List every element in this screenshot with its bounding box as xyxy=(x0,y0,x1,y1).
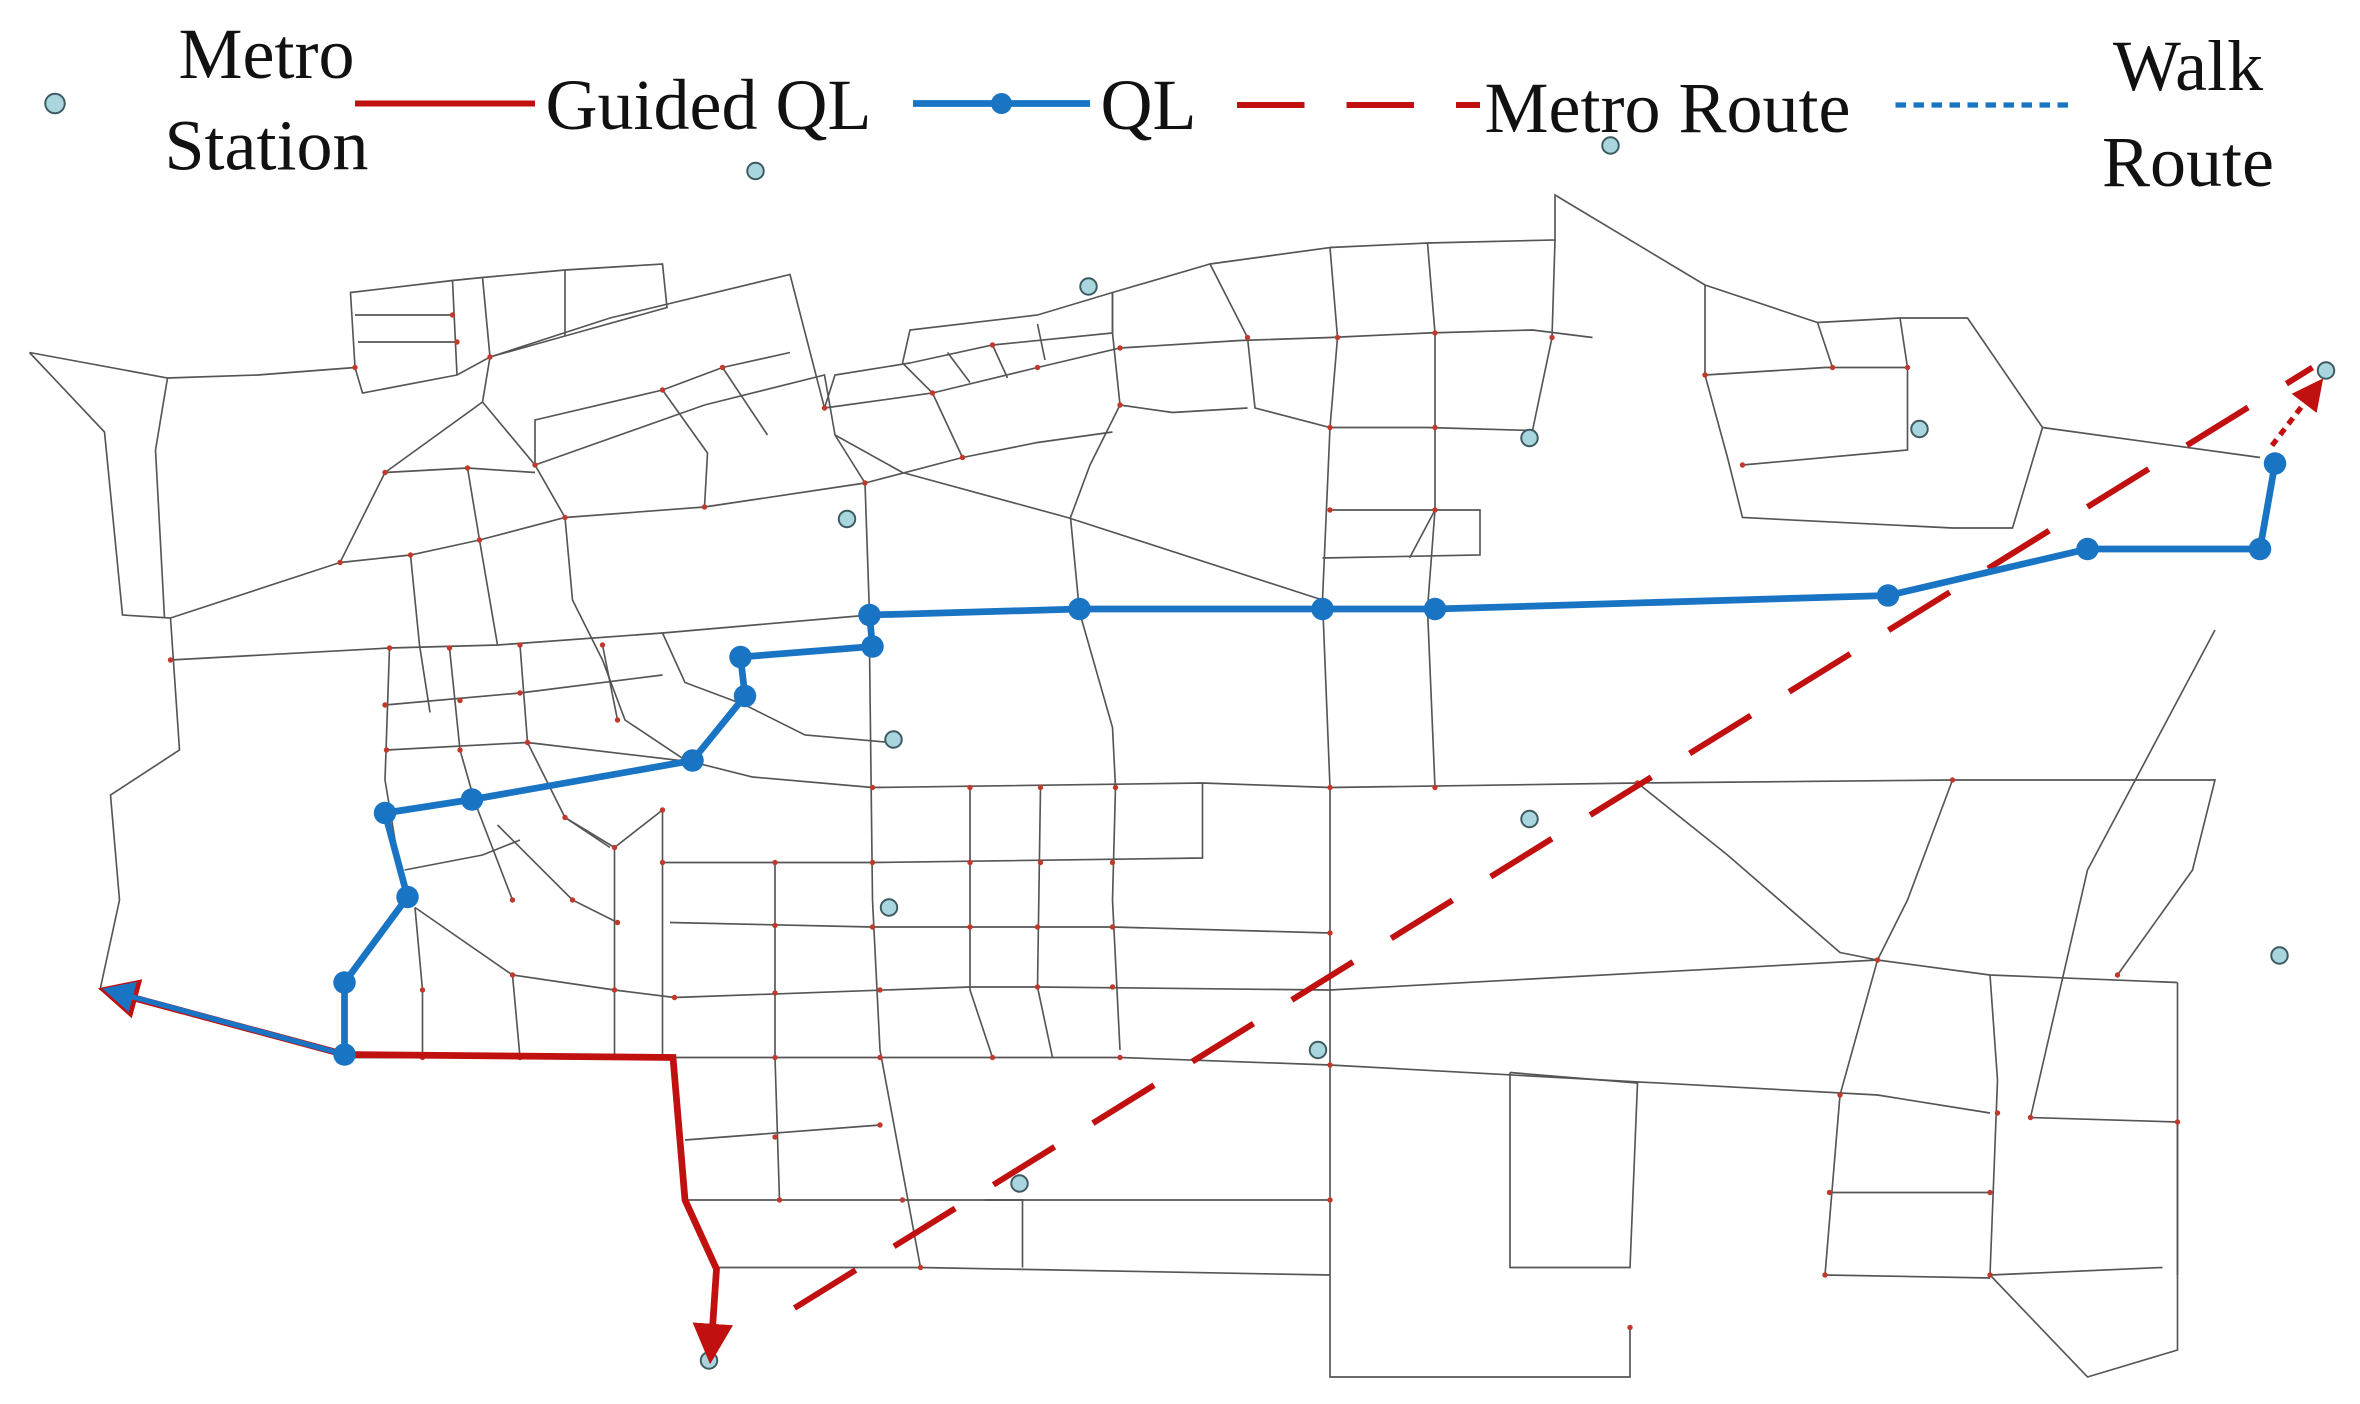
walk-route-line xyxy=(2269,378,2324,448)
metro-stations xyxy=(699,136,2336,1370)
metro-station xyxy=(2270,946,2289,965)
metro-station xyxy=(884,730,903,749)
ql-route xyxy=(341,462,2279,1055)
metro-station xyxy=(1079,277,1098,296)
ql-route-nodes xyxy=(333,452,2287,1066)
metro-route-line xyxy=(792,364,2315,1311)
legend-metro-station-icon xyxy=(44,92,66,115)
legend: Metro Station Guided QL QL Metro Route W… xyxy=(44,14,2274,202)
metro-station xyxy=(1010,1174,1029,1193)
legend-metro-station-label-line2: Station xyxy=(164,106,368,186)
metro-station xyxy=(837,509,857,529)
road-nodes xyxy=(167,312,2181,1331)
road-network xyxy=(28,193,2261,1378)
legend-ql-line-icon xyxy=(913,93,1090,114)
ql-start-arrow xyxy=(102,981,346,1058)
metro-station xyxy=(746,161,765,181)
metro-station xyxy=(1308,1040,1328,1060)
legend-ql-label: QL xyxy=(1101,65,1197,145)
metro-station xyxy=(1520,809,1539,829)
legend-metro-route-label: Metro Route xyxy=(1485,68,1851,148)
guided-ql-route xyxy=(103,986,733,1365)
legend-guided-ql-label: Guided QL xyxy=(546,65,872,145)
legend-walk-route-label-line2: Route xyxy=(2102,122,2274,202)
legend-walk-route-label-line1: Walk xyxy=(2113,26,2263,106)
legend-metro-station-label-line1: Metro xyxy=(179,14,355,94)
metro-station xyxy=(2316,361,2336,380)
metro-station xyxy=(1601,136,1620,155)
metro-station xyxy=(1910,419,1929,439)
metro-station xyxy=(1520,428,1539,448)
metro-station xyxy=(879,898,899,917)
